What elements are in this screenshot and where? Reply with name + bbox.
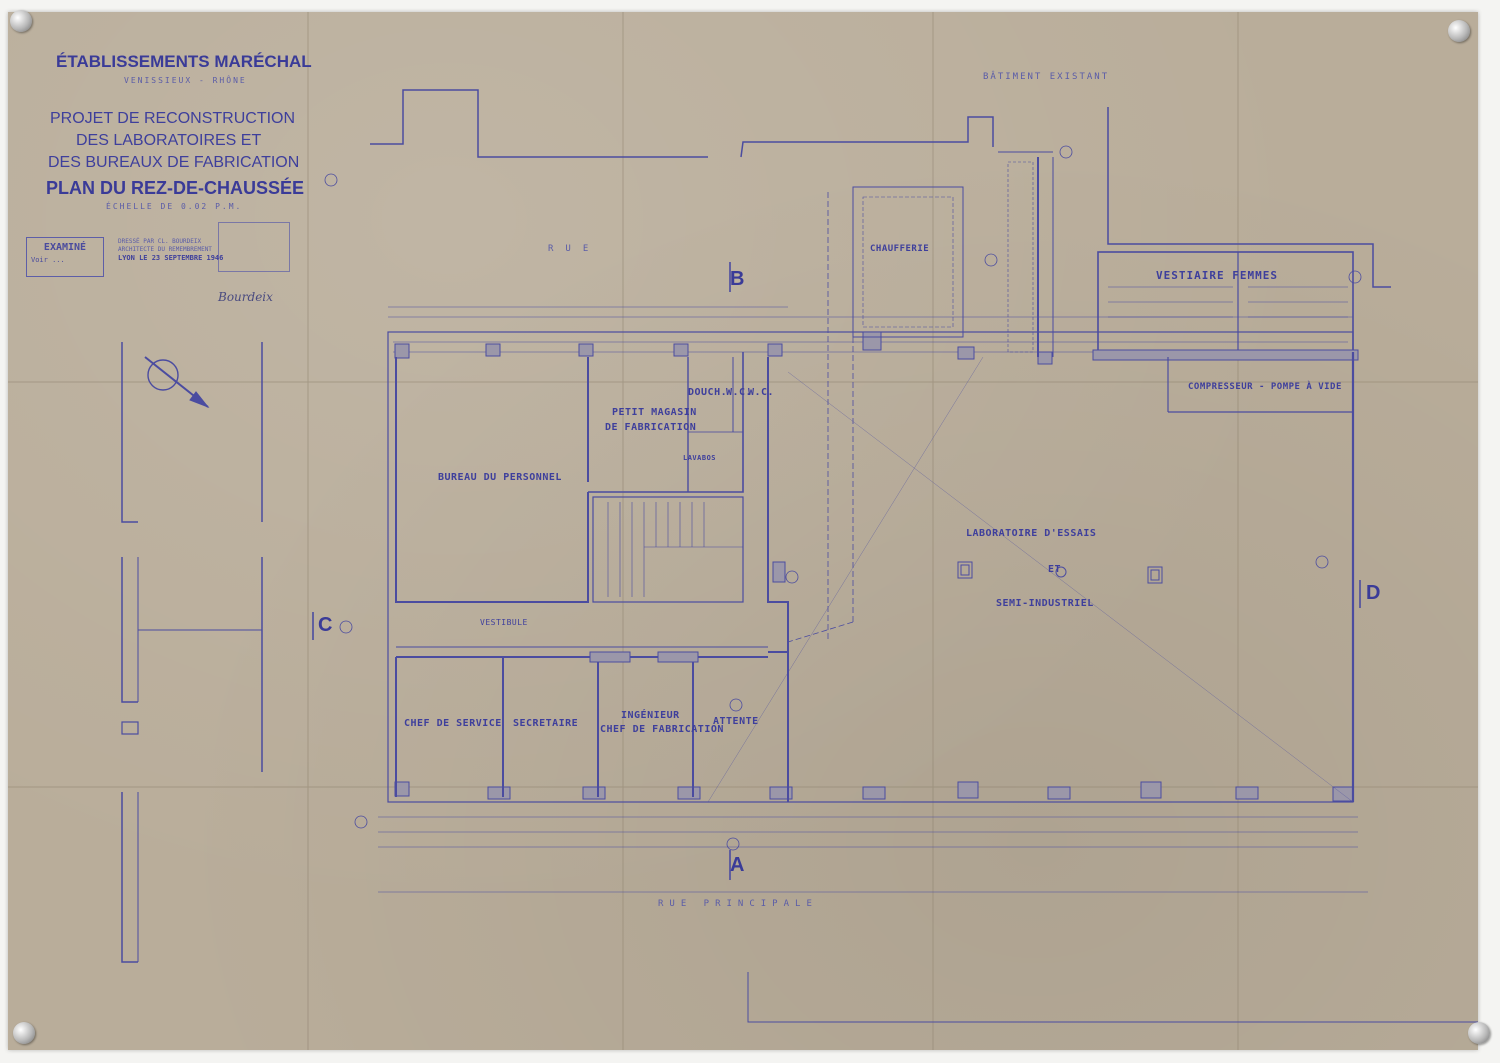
project-line-3: DES BUREAUX DE FABRICATION (48, 154, 300, 171)
signature: Bourdeix (218, 290, 273, 304)
pin-bottom-left (13, 1022, 35, 1044)
section-marker-c: C (318, 614, 333, 636)
pin-top-left (10, 10, 32, 32)
section-marker-a: A (730, 854, 745, 876)
approval-stamp (218, 222, 290, 272)
room-wc-1: W.C. (726, 387, 753, 398)
room-chaufferie: CHAUFFERIE (870, 244, 930, 254)
room-lavabos: LAVABOS (683, 454, 717, 462)
pin-bottom-right (1468, 1022, 1490, 1044)
room-vestiaire-femmes: VESTIAIRE FEMMES (1156, 269, 1278, 282)
blueprint-sheet: ÉTABLISSEMENTS MARÉCHAL VENISSIEUX - RHÔ… (8, 10, 1490, 1050)
room-vestibule: VESTIBULE (480, 618, 528, 627)
drawn-by: DRESSÉ PAR CL. BOURDEIX (118, 238, 202, 245)
project-line-1: PROJET DE RECONSTRUCTION (50, 110, 296, 127)
drawn-by-sub: ARCHITECTE DU REMEMBREMENT (118, 246, 212, 253)
plan-title: PLAN DU REZ-DE-CHAUSSÉE (46, 178, 305, 198)
section-marker-d: D (1366, 582, 1381, 604)
examined-stamp-title: EXAMINÉ (43, 242, 87, 253)
existing-building-label: BÂTIMENT EXISTANT (983, 72, 1110, 82)
room-bureau-personnel: BUREAU DU PERSONNEL (438, 472, 562, 483)
pin-top-right (1448, 20, 1470, 42)
room-ingenieur-1: INGÉNIEUR (621, 710, 680, 721)
room-labo-1: LABORATOIRE D'ESSAIS (966, 528, 1097, 539)
room-attente: ATTENTE (713, 716, 759, 727)
examined-stamp: EXAMINÉ Voir ... (26, 237, 104, 277)
room-labo-3: SEMI-INDUSTRIEL (996, 598, 1094, 609)
room-douche: DOUCH. (688, 387, 728, 398)
room-wc-2: W.C. (748, 387, 775, 398)
company-location: VENISSIEUX - RHÔNE (124, 76, 247, 85)
room-compresseur: COMPRESSEUR - POMPE À VIDE (1188, 382, 1342, 392)
section-marker-b: B (730, 268, 745, 290)
bottom-street-label: RUE PRINCIPALE (658, 899, 818, 909)
floor-plan-drawing (8, 12, 1478, 1050)
room-chef-service: CHEF DE SERVICE (404, 718, 502, 729)
room-petit-magasin-1: PETIT MAGASIN (612, 407, 697, 418)
room-labo-2: ET (1048, 564, 1062, 575)
place-date: LYON LE 23 SEPTEMBRE 1946 (118, 254, 224, 262)
room-secretaire: SECRETAIRE (513, 718, 579, 729)
room-petit-magasin-2: DE FABRICATION (605, 422, 697, 433)
examined-stamp-sub: Voir ... (31, 256, 65, 264)
room-ingenieur-2: CHEF DE FABRICATION (600, 724, 724, 735)
top-street-label: RUE (548, 244, 601, 254)
plan-scale: ÉCHELLE DE 0.02 P.M. (106, 202, 243, 211)
project-line-2: DES LABORATOIRES ET (76, 132, 262, 149)
company-name: ÉTABLISSEMENTS MARÉCHAL (56, 52, 312, 71)
